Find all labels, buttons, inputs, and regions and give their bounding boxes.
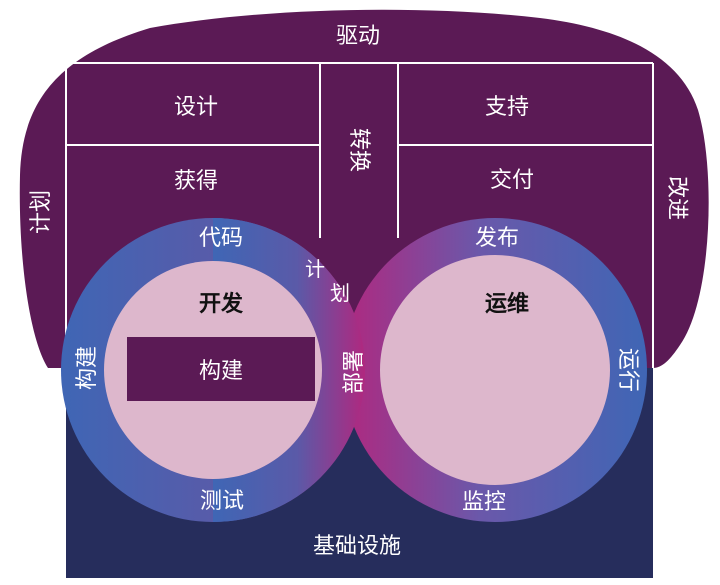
build-box-label: 构建 <box>199 359 243 384</box>
dev-ring-overlap <box>213 218 365 522</box>
plan-ring-label-1: 计 <box>305 257 325 281</box>
build-box <box>127 337 315 401</box>
grid-lines <box>65 62 654 368</box>
ops-inner-disc <box>380 255 610 485</box>
dev-label: 开发 <box>199 291 244 317</box>
operate-label: 运行 <box>615 348 640 392</box>
test-label: 测试 <box>200 489 244 514</box>
design-label: 设计 <box>174 95 218 120</box>
plan-left-label: 计划 <box>29 190 54 234</box>
infrastructure-label: 基础设施 <box>313 534 401 559</box>
support-label: 支持 <box>485 95 529 120</box>
drive-label: 驱动 <box>336 24 380 49</box>
improve-right-label: 改进 <box>664 176 689 220</box>
plan-ring-label-2: 划 <box>330 281 350 305</box>
release-label: 发布 <box>475 226 519 251</box>
transform-label: 转换 <box>346 128 371 172</box>
monitor-label: 监控 <box>462 490 506 515</box>
ops-label: 运维 <box>485 291 529 317</box>
code-label: 代码 <box>199 226 243 251</box>
acquire-label: 获得 <box>174 169 218 194</box>
deliver-label: 交付 <box>490 168 534 193</box>
build-ring-label: 构建 <box>75 346 100 390</box>
deploy-label: 部署 <box>342 350 367 394</box>
